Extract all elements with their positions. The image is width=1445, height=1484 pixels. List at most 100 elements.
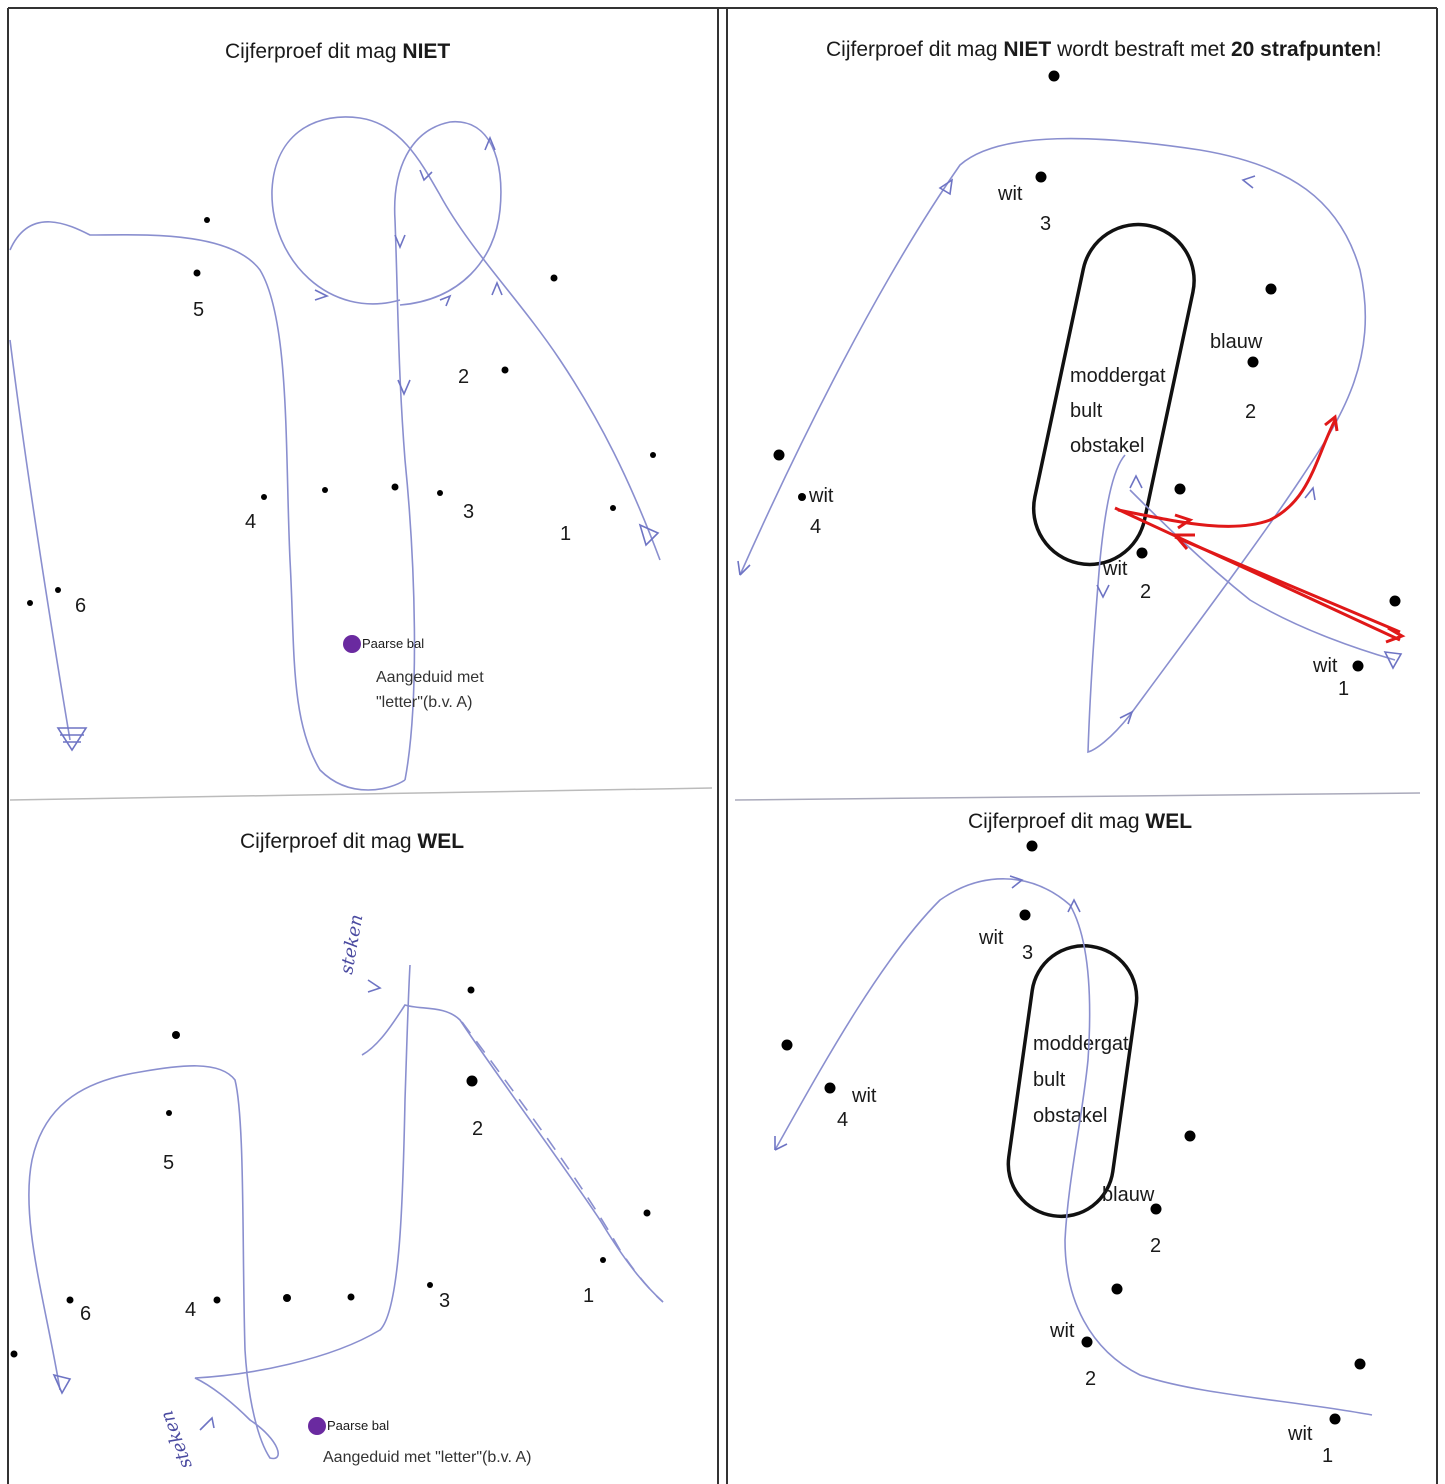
wit-label: wit <box>1049 1320 1075 1342</box>
gate-dot <box>1081 1336 1093 1348</box>
gate-number: 2 <box>1150 1235 1161 1257</box>
gate-number: 2 <box>1245 401 1256 423</box>
arrow-head <box>1119 710 1134 725</box>
panel-bottom-left: Cijferproef dit mag WEL 1 2 3 4 5 6 stek… <box>10 830 664 1472</box>
course-path-return <box>1129 489 1396 661</box>
gate-number: 6 <box>80 1303 91 1325</box>
gate-dot <box>427 1282 433 1288</box>
gate-number: 2 <box>1085 1368 1096 1390</box>
penalty-arrow-head <box>1324 414 1339 432</box>
gate-dot <box>1265 283 1277 295</box>
gate-number: 1 <box>1322 1445 1333 1467</box>
ball-label: Paarse bal <box>362 636 424 651</box>
gate-dot <box>1354 1358 1366 1370</box>
gate-number: 1 <box>1338 678 1349 700</box>
gate-number: 4 <box>245 511 256 533</box>
arrow-end <box>737 560 751 576</box>
gate-number: 3 <box>1022 942 1033 964</box>
penalty-arrow <box>1117 419 1337 528</box>
right-horizontal-divider <box>734 792 1421 801</box>
ball-label: Paarse bal <box>327 1418 389 1433</box>
arrow-end <box>774 1136 788 1151</box>
gate-dot <box>781 1039 793 1051</box>
panel-top-right: Cijferproef dit mag NIET wordt bestraft … <box>737 38 1406 754</box>
wit-label: wit <box>1102 558 1128 580</box>
penalty-arrow-head <box>1174 513 1194 530</box>
left-horizontal-divider <box>9 787 713 801</box>
gate-dot <box>193 269 201 277</box>
gate-dot <box>27 600 33 606</box>
arrow-head <box>439 294 452 307</box>
arrow-head <box>419 169 433 182</box>
panel-title: Cijferproef dit mag WEL <box>240 830 464 853</box>
obstacle-label: obstakel <box>1070 435 1145 457</box>
gate-dot <box>798 493 806 501</box>
gate-number: 2 <box>1140 581 1151 603</box>
arrow-head <box>314 289 330 301</box>
arrow-end-triangle <box>52 1373 72 1395</box>
gate-dot <box>466 1075 478 1087</box>
panel-title: Cijferproef dit mag NIET wordt bestraft … <box>826 38 1382 61</box>
gate-dot <box>1111 1283 1123 1295</box>
wit-label: wit <box>1287 1423 1313 1445</box>
gate-dot <box>1019 909 1031 921</box>
purple-ball <box>343 635 361 653</box>
arrow-head <box>394 234 406 250</box>
gate-number: 1 <box>583 1285 594 1307</box>
gate-dot <box>610 505 616 511</box>
arrow-end-triangle <box>638 523 660 547</box>
path-big-u <box>9 221 406 791</box>
gate-number: 2 <box>458 366 469 388</box>
penalty-arrow <box>1174 535 1401 634</box>
course-path <box>774 878 1373 1416</box>
gate-dot <box>643 1209 651 1217</box>
gate-dot <box>650 452 656 458</box>
gate-dot <box>172 1031 180 1039</box>
obstacle-oval <box>1006 944 1139 1219</box>
gate-dot <box>550 274 558 282</box>
panel-title: Cijferproef dit mag WEL <box>968 810 1192 833</box>
penalty-arrow <box>1114 506 1401 642</box>
ball-note-line2: "letter"(b.v. A) <box>376 694 472 711</box>
arrow-head <box>199 1416 215 1431</box>
gate-dot <box>322 487 328 493</box>
panel-title: Cijferproef dit mag NIET <box>225 40 450 63</box>
gate-number: 5 <box>193 299 204 321</box>
gate-dot <box>467 986 475 994</box>
gate-dot <box>166 1110 172 1116</box>
wit-label: wit <box>1312 655 1338 677</box>
gate-number: 2 <box>472 1118 483 1140</box>
gate-dot <box>1026 840 1038 852</box>
gate-dot <box>1035 171 1047 183</box>
ball-note: Aangeduid met "letter"(b.v. A) <box>323 1449 532 1466</box>
gate-number: 3 <box>1040 213 1051 235</box>
gate-dot <box>261 494 267 500</box>
arrow-end-triangle <box>1383 651 1403 670</box>
arrow-head <box>1009 875 1024 889</box>
wit-label: wit <box>997 183 1023 205</box>
wit-label: wit <box>851 1085 877 1107</box>
gate-number: 4 <box>810 516 821 538</box>
gate-dot <box>1136 547 1148 559</box>
gate-number: 5 <box>163 1152 174 1174</box>
gate-dot <box>1389 595 1401 607</box>
arrow-head <box>1304 486 1316 501</box>
ball-note-line1: Aangeduid met <box>376 669 484 686</box>
gate-dot <box>1048 70 1060 82</box>
obstacle-label: obstakel <box>1033 1105 1108 1127</box>
gate-dot <box>1150 1203 1162 1215</box>
gate-dot <box>347 1293 355 1301</box>
arrow-head <box>1067 898 1081 913</box>
panel-bottom-right: Cijferproef dit mag WEL moddergat bult o… <box>774 810 1373 1467</box>
gate-number: 4 <box>837 1109 848 1131</box>
gate-dot <box>824 1082 836 1094</box>
obstacle-oval <box>1031 222 1196 567</box>
arrow-head <box>491 280 503 296</box>
obstacle-label: bult <box>1033 1069 1066 1091</box>
gate-dot <box>66 1296 74 1304</box>
handwritten-note: steken <box>156 1408 196 1472</box>
arrow-head <box>1241 175 1256 189</box>
gate-dot <box>1329 1413 1341 1425</box>
panel-top-left: Cijferproef dit mag NIET 1 2 3 <box>9 40 661 791</box>
